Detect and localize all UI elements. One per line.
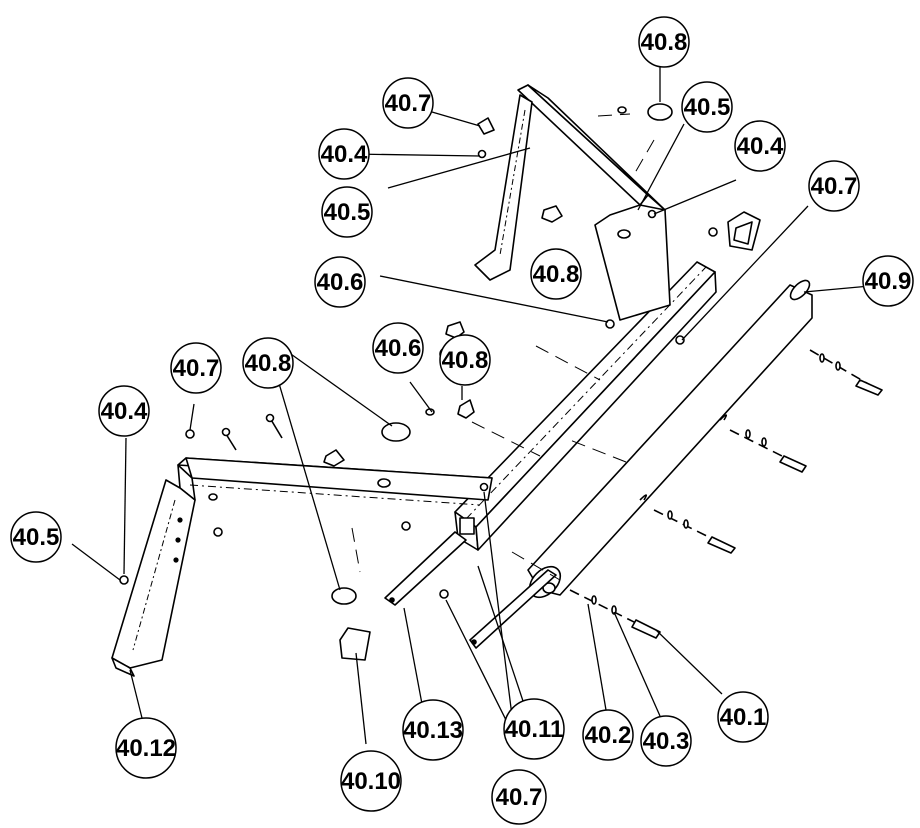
callout-label: 40.2 bbox=[585, 722, 632, 749]
top-upright-frame bbox=[474, 84, 671, 321]
callout-40-7-right: 40.7 bbox=[808, 160, 860, 212]
callout-label: 40.4 bbox=[737, 133, 784, 160]
callout-label: 40.10 bbox=[341, 768, 401, 795]
end-cap-block bbox=[339, 211, 761, 661]
callout-label: 40.5 bbox=[13, 524, 60, 551]
callout-40-3: 40.3 bbox=[640, 715, 692, 767]
lower-blade-plate bbox=[384, 531, 467, 606]
callout-label: 40.8 bbox=[442, 347, 489, 374]
callout-40-4-topright: 40.4 bbox=[734, 120, 786, 172]
bolt-set-mid bbox=[729, 429, 807, 473]
callout-40-8-left: 40.8 bbox=[242, 337, 294, 389]
callout-label: 40.8 bbox=[641, 29, 688, 56]
callout-bubbles: 40.8 40.7 40.5 40.4 40.4 40.5 40.7 40.9 bbox=[10, 16, 914, 825]
callout-label: 40.1 bbox=[720, 704, 767, 731]
callout-40-4-left: 40.4 bbox=[98, 385, 150, 437]
main-frame-tube bbox=[454, 261, 717, 551]
callout-40-5-mid: 40.5 bbox=[321, 186, 373, 238]
hardware-nuts bbox=[119, 149, 718, 599]
callout-40-8-center: 40.8 bbox=[439, 334, 491, 386]
callout-40-5-left: 40.5 bbox=[10, 511, 62, 563]
callout-40-8-mid: 40.8 bbox=[530, 248, 582, 300]
roller-blade-strip bbox=[469, 569, 557, 649]
callout-40-7-top: 40.7 bbox=[382, 77, 434, 129]
callout-40-7-left: 40.7 bbox=[170, 342, 222, 394]
callout-label: 40.6 bbox=[317, 269, 364, 296]
callout-40-5-top: 40.5 bbox=[681, 81, 733, 133]
bolt-set-low bbox=[653, 509, 736, 554]
callout-label: 40.13 bbox=[403, 717, 463, 744]
callout-40-10: 40.10 bbox=[340, 750, 402, 812]
callout-40-4-topleft: 40.4 bbox=[318, 128, 370, 180]
hardware-screws bbox=[213, 117, 495, 537]
callout-40-12: 40.12 bbox=[115, 717, 177, 779]
callout-40-2: 40.2 bbox=[582, 709, 634, 761]
callout-40-6-center: 40.6 bbox=[372, 322, 424, 374]
callout-40-9: 40.9 bbox=[862, 255, 914, 307]
callout-label: 40.7 bbox=[385, 90, 432, 117]
callout-label: 40.7 bbox=[173, 355, 220, 382]
left-leg bbox=[111, 479, 196, 677]
callout-40-11: 40.11 bbox=[503, 698, 565, 760]
callout-label: 40.6 bbox=[375, 335, 422, 362]
assembly-guidelines bbox=[351, 113, 655, 581]
callout-label: 40.4 bbox=[101, 398, 148, 425]
callout-label: 40.12 bbox=[116, 735, 176, 762]
callout-label: 40.11 bbox=[505, 716, 564, 743]
callout-label: 40.9 bbox=[865, 268, 912, 295]
callout-label: 40.8 bbox=[533, 261, 580, 288]
callout-label: 40.3 bbox=[643, 728, 690, 755]
callout-label: 40.4 bbox=[321, 141, 368, 168]
callout-40-13: 40.13 bbox=[402, 699, 464, 761]
callout-label: 40.5 bbox=[684, 94, 731, 121]
left-crossbar-frame bbox=[177, 457, 493, 506]
parts-drawing bbox=[111, 84, 883, 677]
callout-40-1: 40.1 bbox=[717, 691, 769, 743]
callout-label: 40.7 bbox=[496, 784, 543, 811]
leader-lines bbox=[71, 58, 871, 749]
callout-label: 40.5 bbox=[324, 199, 371, 226]
bolt-set-bottom bbox=[569, 589, 661, 639]
callout-40-6-top: 40.6 bbox=[314, 256, 366, 308]
bolt-set-top bbox=[809, 349, 883, 396]
callout-40-8-top: 40.8 bbox=[638, 16, 690, 68]
callout-label: 40.7 bbox=[811, 173, 858, 200]
callout-label: 40.8 bbox=[245, 350, 292, 377]
callout-40-7-bottom: 40.7 bbox=[491, 769, 547, 825]
